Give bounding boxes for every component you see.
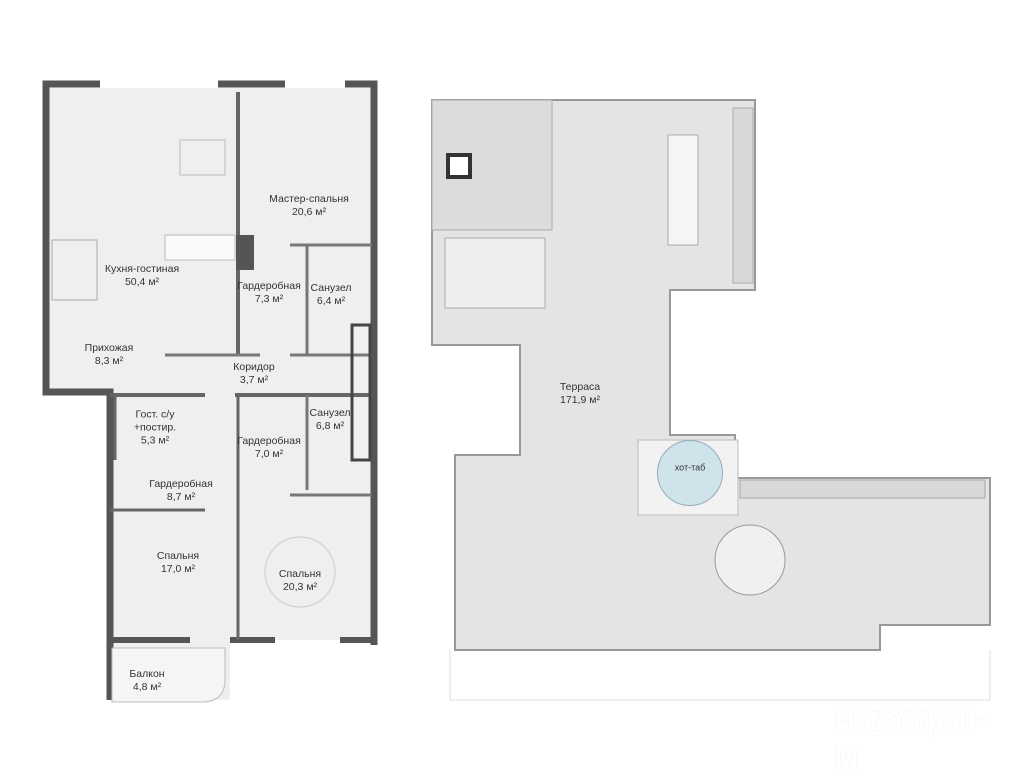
hot-tub xyxy=(657,440,723,506)
watermark: Новострой-М xyxy=(835,700,984,777)
room-label-guest-bathroom: Гост. с/у+постир.5,3 м² xyxy=(133,408,177,447)
terrace-plan xyxy=(431,99,991,701)
apartment-plan xyxy=(42,80,378,703)
hot-tub-label: хот-таб xyxy=(674,462,706,473)
